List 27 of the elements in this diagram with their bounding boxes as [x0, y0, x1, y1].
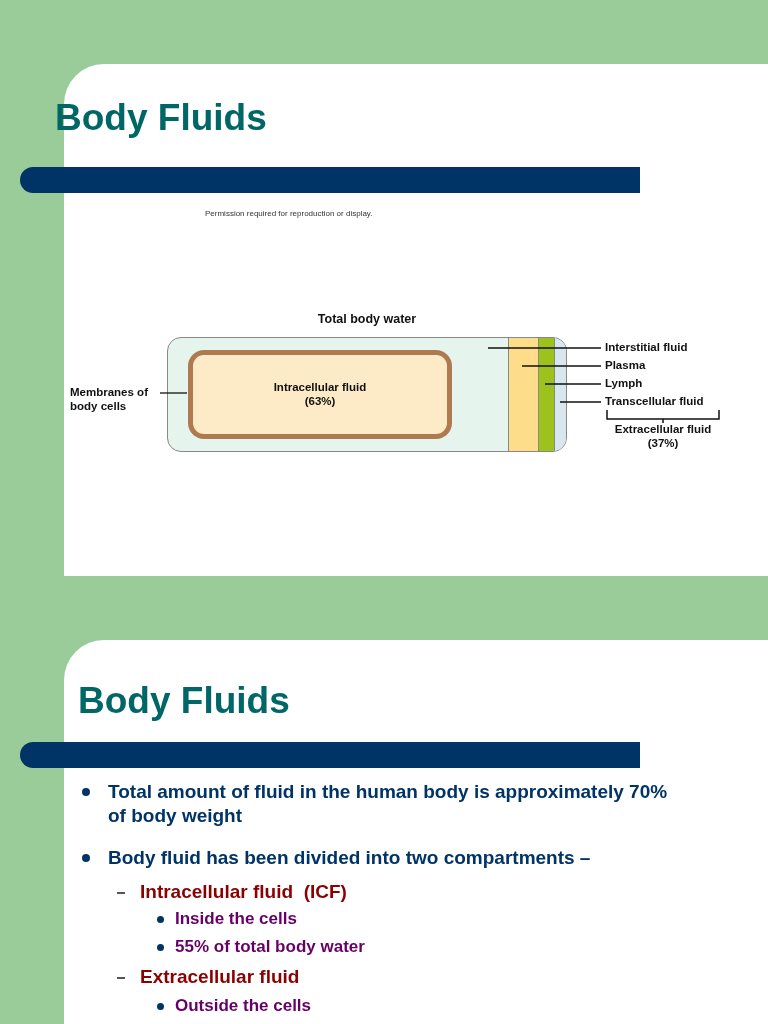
- leader-line: [487, 347, 602, 349]
- fluid-band: [508, 338, 538, 451]
- callout-label: Lymph: [605, 377, 665, 391]
- fluid-band: [554, 338, 566, 451]
- fluid-band: [538, 338, 554, 451]
- callout-label: Transcellular fluid: [605, 395, 730, 409]
- leader-line: [521, 365, 602, 367]
- leader-line: [544, 383, 602, 385]
- sub-sub-bullet-text: Outside the cells: [175, 996, 312, 1016]
- cell-label: Intracellular fluid (63%): [272, 380, 368, 409]
- callout-label: Membranes of body cells: [70, 386, 162, 416]
- sub-bullet-text: Intracellular fluid (ICF): [140, 881, 347, 903]
- bracket-label: Extracellular fluid (37%): [613, 423, 713, 451]
- bullet-text: Body fluid has been divided into two compartments –: [108, 846, 592, 870]
- sub-sub-bullet-text: 55% of total body water: [175, 937, 365, 957]
- cell-box: [188, 350, 452, 439]
- bullet-text: Total amount of fluid in the human body is approximately 70% of body weight: [108, 780, 669, 829]
- sub-sub-bullet-text: Inside the cells: [175, 909, 297, 929]
- slide-title: Body Fluids: [55, 97, 267, 139]
- sub-bullet-text: Extracellular fluid: [140, 966, 300, 988]
- leader-line: [159, 392, 188, 394]
- slide-title: Body Fluids: [78, 680, 290, 722]
- copyright-note: Permission required for reproduction or display.: [205, 209, 373, 218]
- diagram-heading: Total body water: [316, 312, 418, 326]
- leader-line: [559, 401, 602, 403]
- callout-label: Interstitial fluid: [605, 341, 715, 355]
- callout-label: Plasma: [605, 359, 665, 373]
